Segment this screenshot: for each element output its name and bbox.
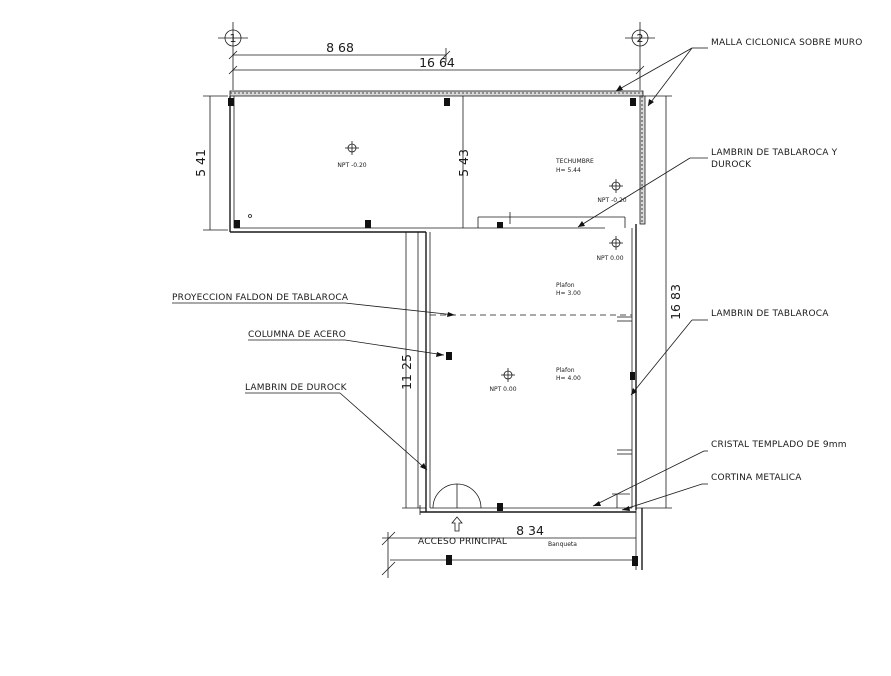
column-marker xyxy=(630,98,636,106)
sidewalk-label: Banqueta xyxy=(548,541,577,548)
callout-malla: MALLA CICLONICA SOBRE MURO xyxy=(615,38,863,107)
level-marker-left: NPT -0.20 xyxy=(337,141,367,169)
entry-arrow-icon xyxy=(451,516,463,532)
ceiling2-title: Plafon xyxy=(556,367,575,374)
level-top-right-text: NPT 0.00 xyxy=(596,255,623,262)
callout-cortina-text: CORTINA METALICA xyxy=(711,473,802,483)
callout-lambrin-tab-text: LAMBRIN DE TABLAROCA xyxy=(711,309,829,319)
dim-bottom-width: 8 34 xyxy=(516,523,544,538)
lower-block xyxy=(419,224,637,515)
callout-lambrin-tab-durock-line2: DUROCK xyxy=(711,160,752,170)
level-left-text: NPT -0.20 xyxy=(337,162,366,169)
level-center-text: NPT 0.00 xyxy=(489,386,516,393)
bottom-dimension: 8 34 Banqueta xyxy=(381,523,636,578)
dim-top-total: 16 64 xyxy=(419,55,455,70)
right-height-dimension: 16 83 xyxy=(636,95,683,509)
callout-malla-text: MALLA CICLONICA SOBRE MURO xyxy=(711,38,863,48)
column-marker xyxy=(446,555,452,565)
callout-faldon-text: PROYECCION FALDON DE TABLAROCA xyxy=(172,293,349,303)
column-marker xyxy=(632,556,638,566)
callout-lambrin-durock: LAMBRIN DE DUROCK xyxy=(245,383,428,471)
access-label: ACCESO PRINCIPAL xyxy=(418,537,507,547)
column-marker xyxy=(497,222,503,228)
right-wall-hatch xyxy=(639,95,646,225)
callout-columna: COLUMNA DE ACERO xyxy=(248,330,445,357)
level-marker-right: NPT -0.20 xyxy=(597,179,627,204)
column-marker xyxy=(630,372,635,380)
left-height-dimension: 5 41 xyxy=(193,95,228,231)
callout-lambrin-durock-text: LAMBRIN DE DUROCK xyxy=(245,383,348,393)
callout-faldon: PROYECCION FALDON DE TABLAROCA xyxy=(172,293,456,317)
column-marker xyxy=(444,98,450,106)
callout-lambrin-tablaroca-durock: LAMBRIN DE TABLAROCA Y DUROCK xyxy=(577,148,838,228)
callout-cristal-text: CRISTAL TEMPLADO DE 9mm xyxy=(711,440,847,450)
ceiling1-title: Plafon xyxy=(556,282,575,289)
grid-axis-1-label: 1 xyxy=(230,32,237,45)
callout-cristal: CRISTAL TEMPLADO DE 9mm xyxy=(592,440,847,507)
grid-axis-2: 2 xyxy=(625,22,655,90)
level-marker-center: NPT 0.00 xyxy=(489,368,517,393)
dim-inner-height: 5 43 xyxy=(456,149,471,177)
roof-title: TECHUMBRE xyxy=(555,158,594,165)
dim-lower-left-height: 11 25 xyxy=(399,354,414,390)
grid-axis-1: 1 xyxy=(218,22,248,90)
top-wall-hatch xyxy=(229,90,644,97)
dim-right-height: 16 83 xyxy=(668,284,683,320)
level-marker-top-right: NPT 0.00 xyxy=(596,236,624,262)
roof-height: H= 5.44 xyxy=(556,167,581,174)
dim-top-partial: 8 68 xyxy=(326,40,354,55)
callout-lambrin-tablaroca: LAMBRIN DE TABLAROCA xyxy=(630,309,829,396)
column-marker xyxy=(497,503,503,511)
callout-columna-text: COLUMNA DE ACERO xyxy=(248,330,346,340)
steel-column xyxy=(446,352,452,360)
callout-cortina: CORTINA METALICA xyxy=(621,473,802,511)
dim-left-height: 5 41 xyxy=(193,149,208,177)
top-dimensions: 8 68 16 64 xyxy=(228,40,645,75)
callout-lambrin-tab-durock-line1: LAMBRIN DE TABLAROCA Y xyxy=(711,148,838,158)
upper-block xyxy=(228,90,646,233)
column-marker xyxy=(228,98,234,106)
ceiling1-height: H= 3.00 xyxy=(556,290,581,297)
column-marker xyxy=(365,220,371,228)
grid-axis-2-label: 2 xyxy=(637,32,644,45)
level-right-text: NPT -0.20 xyxy=(597,197,626,204)
column-marker xyxy=(234,220,240,228)
ceiling2-height: H= 4.00 xyxy=(556,375,581,382)
